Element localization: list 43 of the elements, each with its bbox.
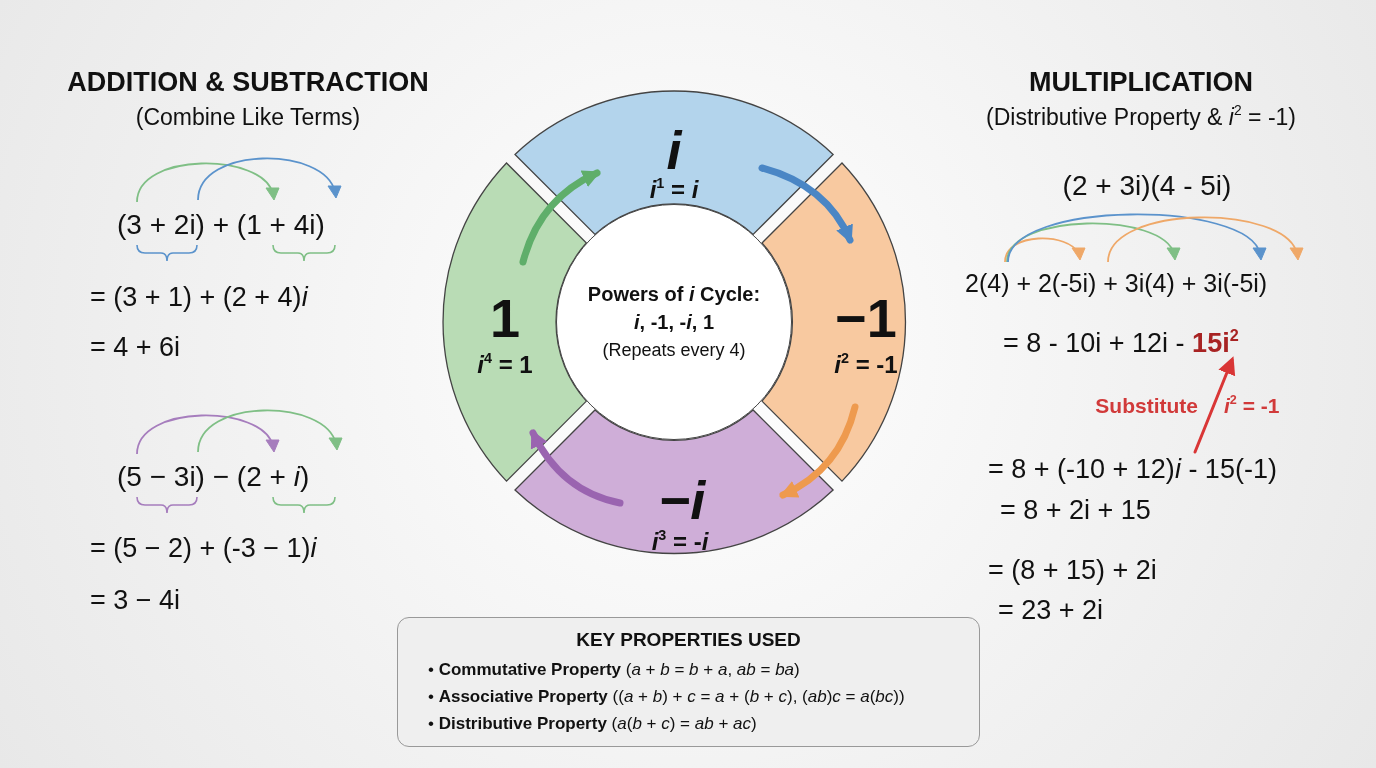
segment-value: −i <box>658 469 706 530</box>
section-heading: MULTIPLICATION <box>1029 66 1253 98</box>
power-equation: i$^{4}$ = 1 <box>477 351 533 379</box>
equation: = (3 + 1) + (2 + 4)i <box>90 281 308 313</box>
arrow <box>529 429 624 507</box>
power-equation: i$^{2}$ = -1 <box>834 351 898 379</box>
property-item: • Commutative Property (a + b = b + a, ab = ba) <box>428 659 801 681</box>
expression: (3 + 2i) + (1 + 4i) <box>117 209 325 241</box>
cycle-note: (Repeats every 4) <box>602 339 746 362</box>
equation: = 8 + 2i + 15 <box>1000 494 1151 526</box>
annotation: Substitute <box>1095 394 1198 418</box>
equation: = (8 + 15) + 2i <box>988 554 1157 586</box>
arrow <box>519 169 601 266</box>
arrow <box>758 164 854 244</box>
segment-value: 1 <box>490 287 520 349</box>
expression: (5 − 3i) − (2 + i) <box>117 461 310 493</box>
annotation: i$^{2}$ = -1 <box>1224 394 1280 418</box>
equation: = 8 - 10i + 12i - <box>1003 328 1186 358</box>
cycle-sequence: i, -1, -i, 1 <box>633 310 714 335</box>
segment-value: −1 <box>835 287 897 349</box>
cycle-title: Powers of i Cycle: <box>587 282 761 307</box>
expanded-expression: 2(4) + 2(-5i) + 3i(4) + 3i(-5i) <box>965 268 1268 298</box>
expression: (2 + 3i)(4 - 5i) <box>1062 170 1232 202</box>
section-heading: ADDITION & SUBTRACTION <box>67 66 429 98</box>
equation: = (5 − 2) + (-3 − 1)i <box>90 532 317 564</box>
equation: = 3 − 4i <box>90 584 181 616</box>
section-subtitle: (Distributive Property & i$^{2}$ = -1) <box>986 103 1296 131</box>
ring-segment <box>760 162 906 482</box>
arrow <box>779 403 859 499</box>
ring-segment <box>514 408 834 554</box>
equation: = 8 + (-10 + 12)i - 15(-1) <box>988 452 1277 486</box>
equation: = 23 + 2i <box>998 594 1104 626</box>
property-item: • Distributive Property (a(b + c) = ab + ac) <box>428 713 758 735</box>
equation: = 4 + 6i <box>90 331 181 363</box>
property-item: • Associative Property ((a + b) + c = a + (b + c), (ab)c = a(bc)) <box>428 686 906 708</box>
section-subtitle: (Combine Like Terms) <box>135 103 361 131</box>
key-properties-panel <box>397 617 980 747</box>
panel-heading: KEY PROPERTIES USED <box>575 628 802 652</box>
arrow <box>1193 356 1236 454</box>
ring-segment <box>514 90 834 236</box>
ring-segment <box>442 162 588 482</box>
highlighted-term: 15i$^{2}$ <box>1192 328 1239 358</box>
power-equation: i$^{3}$ = -i <box>651 528 709 556</box>
